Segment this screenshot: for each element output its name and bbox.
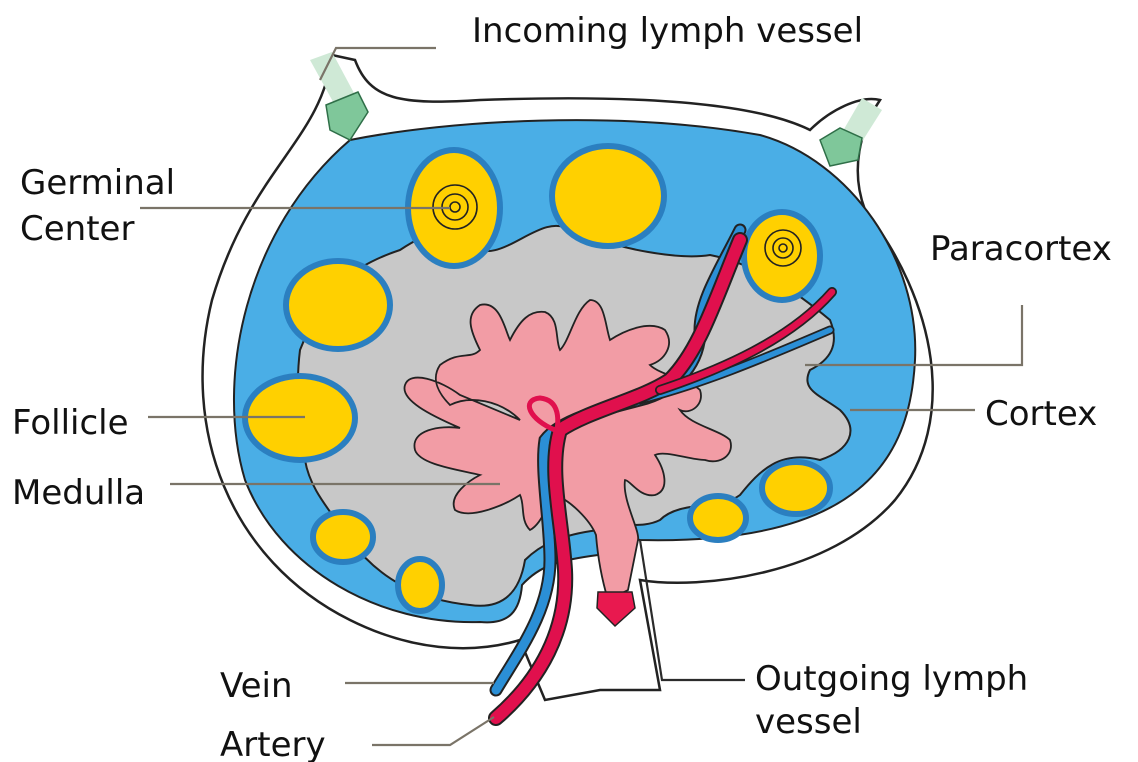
label-cortex: Cortex <box>985 394 1097 434</box>
leader-artery <box>372 717 494 745</box>
follicle <box>690 496 746 540</box>
label-artery: Artery <box>220 725 326 762</box>
follicle <box>552 146 664 246</box>
label-germinal-center: Germinal <box>20 163 175 203</box>
label-germinal-center-2: Center <box>20 209 134 249</box>
follicle <box>762 462 830 514</box>
label-outgoing-lymph-vessel-2: vessel <box>755 702 862 742</box>
label-medulla: Medulla <box>12 473 145 513</box>
follicle <box>744 212 820 300</box>
follicle <box>398 559 442 611</box>
label-outgoing-lymph-vessel: Outgoing lymph <box>755 659 1028 699</box>
label-vein: Vein <box>220 666 293 706</box>
label-follicle: Follicle <box>12 403 129 443</box>
follicle <box>286 261 390 349</box>
label-incoming-lymph-vessel: Incoming lymph vessel <box>472 11 863 51</box>
follicle <box>313 512 373 562</box>
label-paracortex: Paracortex <box>930 229 1112 269</box>
